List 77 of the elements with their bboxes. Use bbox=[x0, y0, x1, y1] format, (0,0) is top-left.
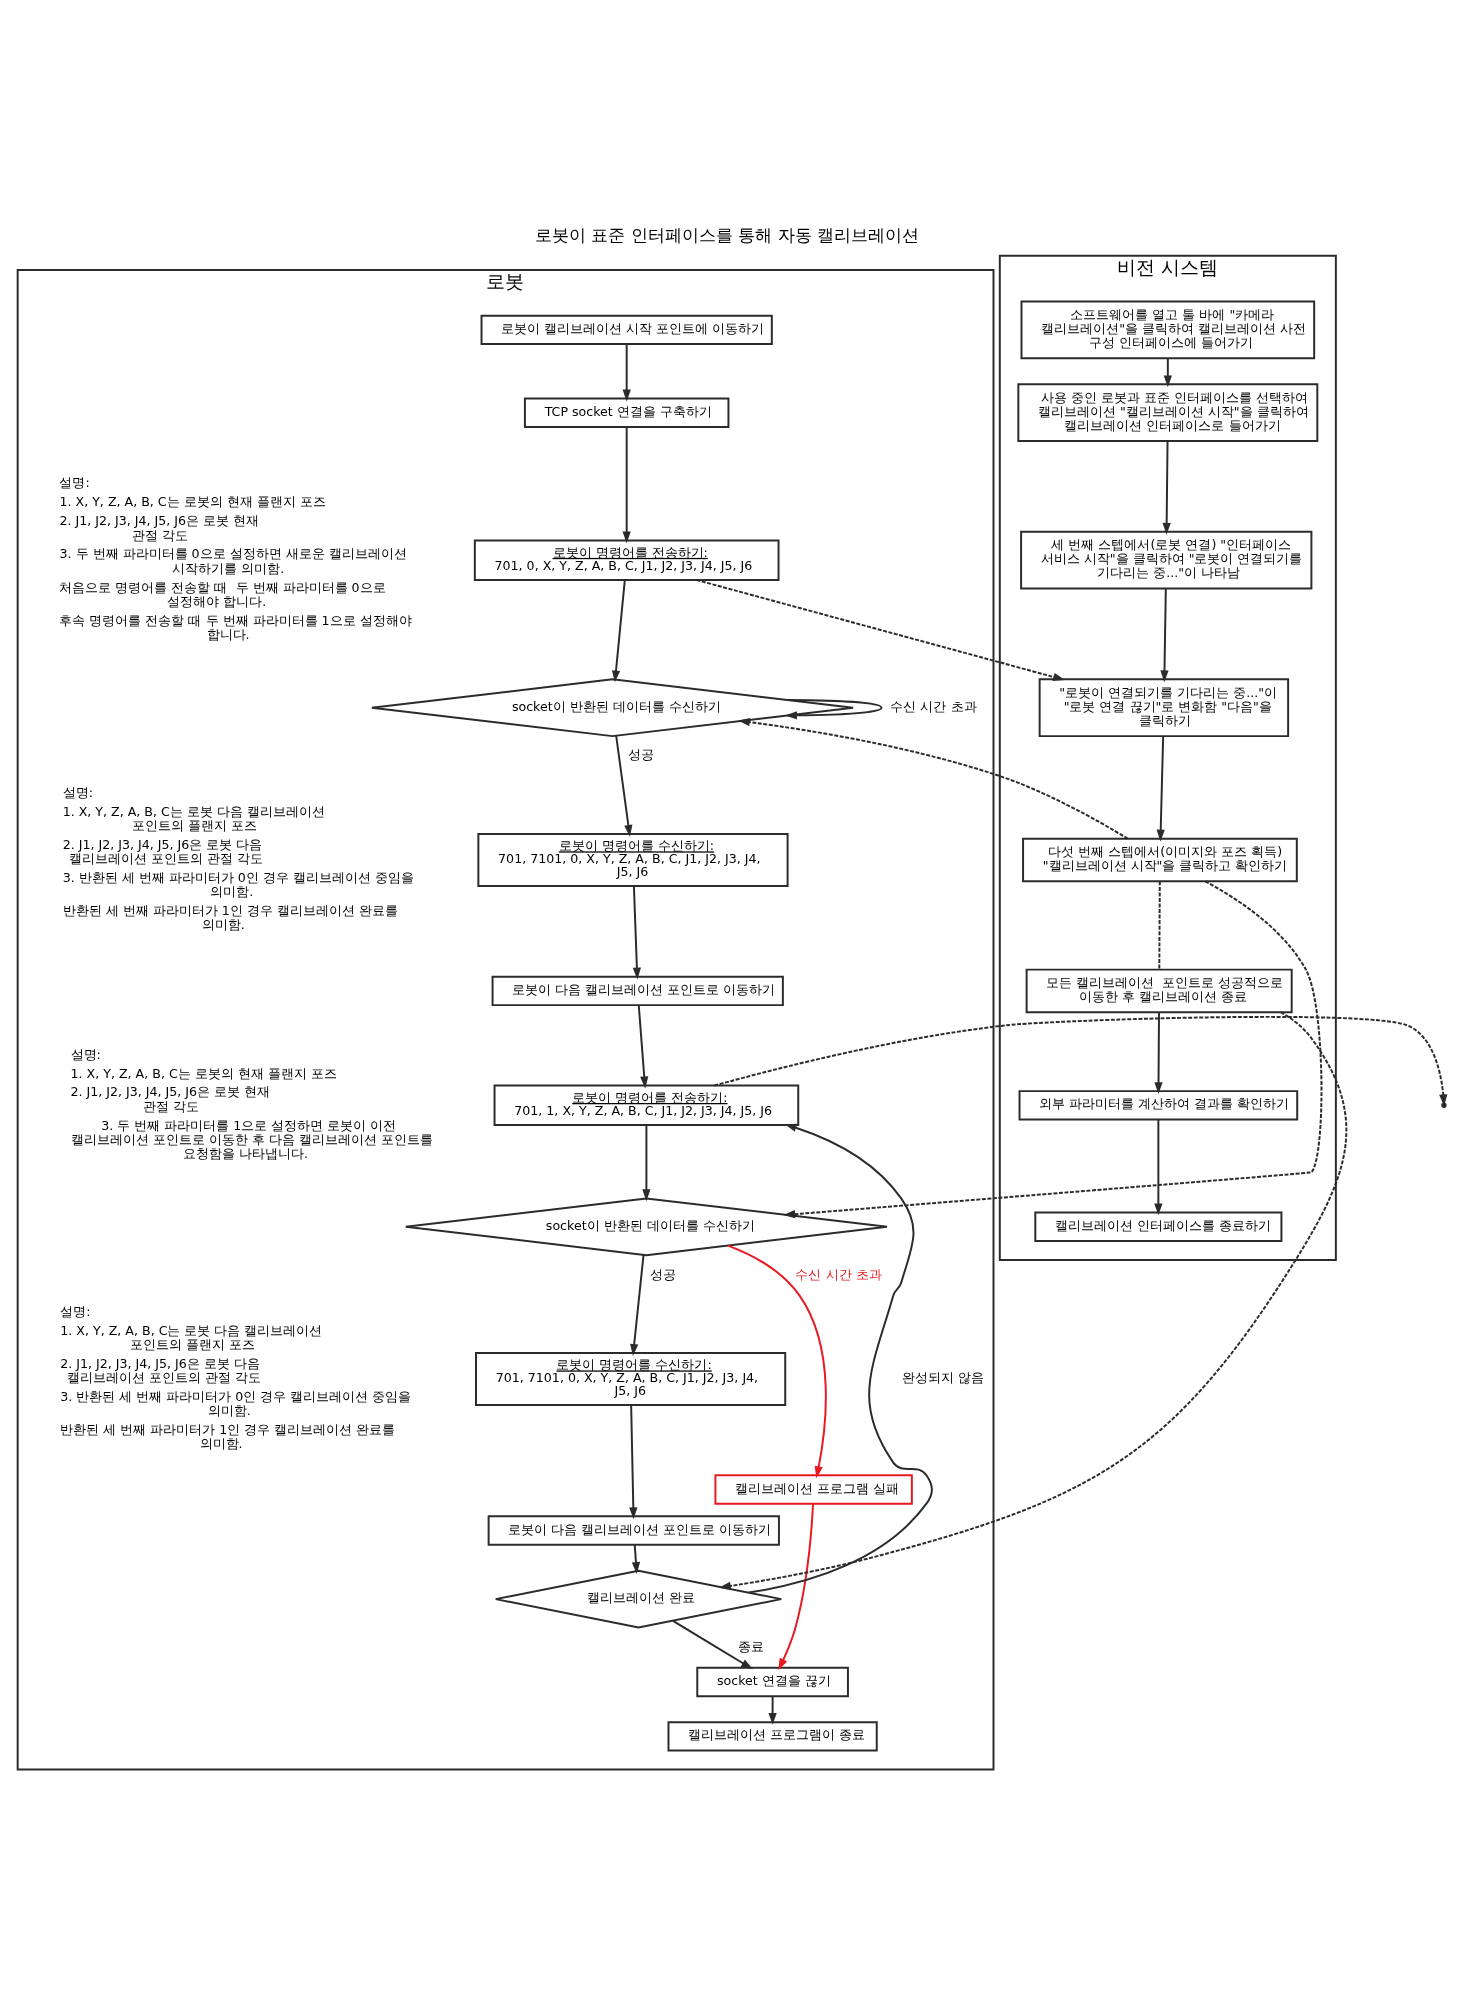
diagram-title: 로봇이 표준 인터페이스를 통해 자동 캘리브레이션 bbox=[534, 225, 920, 246]
label: 후속 명령어를 전송할 때 두 번째 파라미터를 1으로 설정해야 합니다. bbox=[59, 612, 412, 642]
arrow bbox=[778, 1502, 815, 1671]
arrow bbox=[615, 734, 633, 837]
label: 설명: bbox=[60, 1303, 91, 1319]
label: 설명: bbox=[59, 475, 90, 491]
node-box: 캘리브레이션 인터페이스를 종료하기 bbox=[1034, 1211, 1283, 1242]
label: 2. J1, J2, J3, J4, J5, J6은 로봇 현재 관절 각도 bbox=[59, 513, 260, 543]
node-box: 로봇이 명령어를 수신하기: 701, 7101, 0, X, Y, Z, A, B, C, J1, J2, J3, J4, J5, J6 bbox=[477, 832, 789, 887]
node-box: 로봇이 명령어를 수신하기: 701, 7101, 0, X, Y, Z, A, B, C, J1, J2, J3, J4, J5, J6 bbox=[475, 1352, 787, 1407]
arrow bbox=[611, 579, 626, 683]
node-box: TCP socket 연결을 구축하기 bbox=[523, 397, 730, 428]
arrow bbox=[672, 1619, 753, 1670]
label: 설명: bbox=[70, 1046, 101, 1062]
arrow bbox=[622, 425, 631, 544]
node-box: 소프트웨어를 열고 툴 바에 "카메라 캘리브레이션"을 클릭하여 캘리브레이션 사전 구성 인터페이스에 들어가기 bbox=[1020, 300, 1316, 360]
label: 2. J1, J2, J3, J4, J5, J6은 로봇 다음 캘리브레이션 포인트의 관절 각도 bbox=[62, 836, 264, 866]
arrow bbox=[637, 1004, 649, 1089]
arrow bbox=[1154, 1118, 1163, 1216]
label: 처음으로 명령어를 전송할 때 두 번째 파라미터를 0으로 설정해야 합니다. bbox=[59, 579, 386, 609]
arrow bbox=[632, 885, 642, 980]
arrow bbox=[629, 1404, 638, 1520]
node-box: 캘리브레이션 프로그램 실패 bbox=[714, 1474, 913, 1505]
node-box: 다섯 번째 스텝에서(이미지와 포즈 획득) "캘리브레이션 시작"을 클릭하고 확인하기 bbox=[1022, 837, 1298, 883]
arrow bbox=[642, 1124, 651, 1202]
node-diamond: socket이 반환된 데이터를 수신하기 bbox=[404, 1197, 888, 1257]
arrow bbox=[738, 718, 1129, 840]
arrow bbox=[727, 1244, 827, 1479]
arrow bbox=[622, 343, 631, 402]
arrow bbox=[695, 579, 1065, 681]
edge-label: 완성되지 않음 bbox=[901, 1370, 985, 1386]
label: 2. J1, J2, J3, J4, J5, J6은 로봇 다음 캘리브레이션 포인트의 관절 각도 bbox=[60, 1355, 262, 1386]
label: 1. X, Y, Z, A, B, C는 로봇 다음 캘리브레이션 포인트의 플랜지 포즈 bbox=[62, 803, 325, 833]
node-box: socket 연결을 끊기 bbox=[696, 1666, 849, 1698]
node-box: 사용 중인 로봇과 표준 인터페이스를 선택하여 캘리브레이션 "캘리브레이션 시작"을 클릭하여 캘리브레이션 인터페이스로 들어가기 bbox=[1017, 383, 1319, 443]
label: 1. X, Y, Z, A, B, C는 로봇의 현재 플랜지 포즈 bbox=[70, 1065, 337, 1081]
node-box: 로봇이 다음 캘리브레이션 포인트로 이동하기 bbox=[491, 975, 784, 1007]
label: 3. 반환된 세 번째 파라미터가 0인 경우 캘리브레이션 중임을 의미함. bbox=[62, 869, 414, 900]
arrow bbox=[1163, 357, 1172, 388]
node-box: 캘리브레이션 프로그램이 종료 bbox=[667, 1721, 878, 1752]
label: 반환된 세 번째 파라미터가 1인 경우 캘리브레이션 완료를 의미함. bbox=[60, 1422, 396, 1452]
label: 1. X, Y, Z, A, B, C는 로봇의 현재 플랜지 포즈 bbox=[59, 494, 326, 510]
label: 3. 두 번째 파라미터를 1으로 설정하면 로봇이 이전 캘리브레이션 포인트로 이동한 후 다음 캘리브레이션 포인트를 요청함을 나타냅니다. bbox=[70, 1117, 433, 1162]
label: 1. X, Y, Z, A, B, C는 로봇 다음 캘리브레이션 포인트의 플랜지 포즈 bbox=[60, 1322, 323, 1352]
node-box: "로봇이 연결되기를 기다리는 중..."이 "로봇 연결 끊기"로 변화함 "다음"을 클릭하기 bbox=[1038, 678, 1290, 738]
label: 반환된 세 번째 파라미터가 1인 경우 캘리브레이션 완료를 의미함. bbox=[62, 903, 398, 933]
connector bbox=[1158, 880, 1161, 971]
arrow bbox=[785, 699, 883, 720]
node-diamond: 캘리브레이션 완료 bbox=[494, 1569, 783, 1629]
arrow bbox=[1156, 735, 1165, 842]
arrow bbox=[747, 1123, 933, 1594]
node-box: 외부 파라미터를 계산하여 결과를 확인하기 bbox=[1018, 1090, 1299, 1121]
node-box: 모든 캘리브레이션 포인트로 성공적으로 이동한 후 캘리브레이션 종료 bbox=[1025, 968, 1293, 1014]
arrow bbox=[783, 880, 1323, 1219]
arrow bbox=[1154, 1011, 1163, 1094]
arrow bbox=[630, 1253, 645, 1356]
arrow bbox=[768, 1695, 777, 1725]
node-box: 로봇이 명령어를 전송하기: 701, 0, X, Y, Z, A, B, C, J1, J2, J3, J4, J5, J6 bbox=[473, 539, 780, 581]
arrow bbox=[1160, 587, 1169, 683]
arrow bbox=[713, 1015, 1448, 1107]
arrow bbox=[1162, 440, 1171, 535]
label: 2. J1, J2, J3, J4, J5, J6은 로봇 현재 관절 각도 bbox=[70, 1084, 271, 1114]
edge-label: 종료 bbox=[737, 1638, 764, 1654]
node-box: 로봇이 다음 캘리브레이션 포인트로 이동하기 bbox=[487, 1515, 780, 1546]
edge-label: 수신 시간 초과 bbox=[889, 698, 977, 714]
edge-label: 수신 시간 초과 bbox=[795, 1266, 882, 1282]
label: 3. 반환된 세 번째 파라미터가 0인 경우 캘리브레이션 중임을 의미함. bbox=[60, 1388, 412, 1419]
node-box: 로봇이 명령어를 전송하기: 701, 1, X, Y, Z, A, B, C, J1, J2, J3, J4, J5, J6 bbox=[493, 1084, 800, 1126]
node-box: 세 번째 스텝에서(로봇 연결) "인터페이스 서비스 시작"을 클릭하여 "로봇이 연결되기를 기다리는 중..."이 나타남 bbox=[1020, 530, 1313, 590]
arrow bbox=[718, 1011, 1348, 1591]
node-diamond: socket이 반환된 데이터를 수신하기 bbox=[370, 678, 855, 738]
label: 3. 두 번째 파라미터를 0으로 설정하면 새로운 캘리브레이션 시작하기를 의미함. bbox=[59, 546, 407, 576]
edge-label: 성공 bbox=[650, 1266, 677, 1282]
arrow bbox=[631, 1543, 641, 1574]
label: 설명: bbox=[62, 784, 93, 800]
node-box: 로봇이 캘리브레이션 시작 포인트에 이동하기 bbox=[480, 314, 773, 346]
edge-label: 성공 bbox=[628, 747, 655, 763]
